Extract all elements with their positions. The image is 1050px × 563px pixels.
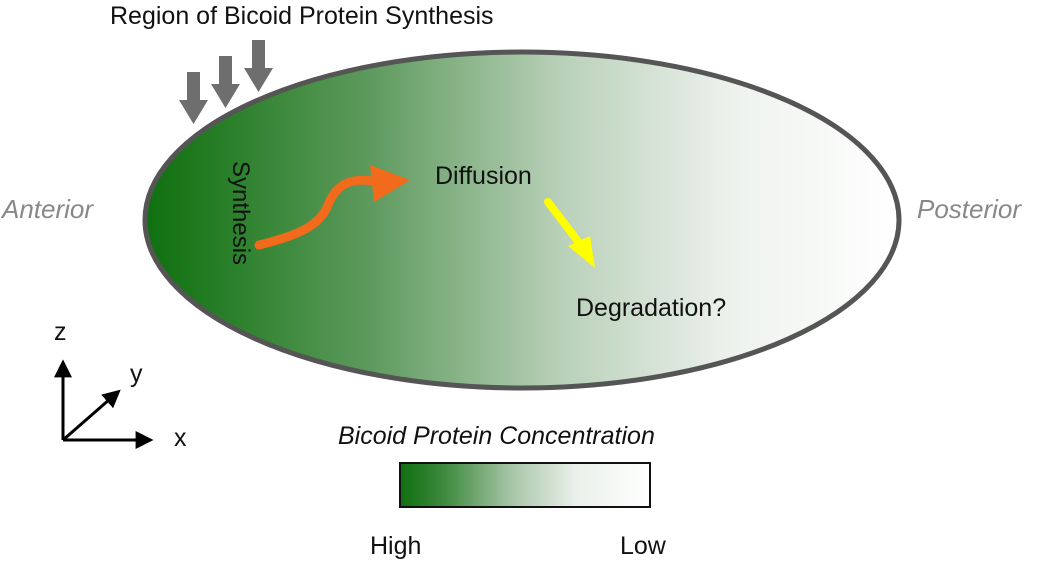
legend-title: Bicoid Protein Concentration [338, 422, 655, 450]
down-arrow-icon [179, 72, 208, 124]
y-axis [62, 389, 121, 442]
axes-icon [54, 359, 154, 449]
down-arrow-icon [244, 40, 273, 92]
degradation-arrow [544, 198, 595, 268]
z-axis-label: z [54, 318, 67, 346]
anterior-label: Anterior [0, 194, 94, 224]
diffusion-label: Diffusion [435, 162, 532, 190]
synthesis-label: Synthesis [227, 161, 254, 265]
y-axis-label: y [130, 360, 143, 388]
diffusion-arrow [254, 165, 410, 250]
synthesis-region-arrows [179, 40, 273, 124]
legend-low-label: Low [620, 532, 667, 560]
x-axis-label: x [174, 424, 187, 452]
down-arrow-icon [211, 56, 240, 108]
arrowhead-icon [568, 236, 595, 268]
title: Region of Bicoid Protein Synthesis [110, 2, 494, 30]
arrowhead-icon [370, 165, 410, 202]
legend-color-bar [399, 462, 651, 508]
embryo [142, 49, 902, 391]
degradation-label: Degradation? [576, 294, 726, 322]
posterior-label: Posterior [917, 194, 1022, 224]
legend-high-label: High [370, 532, 421, 560]
